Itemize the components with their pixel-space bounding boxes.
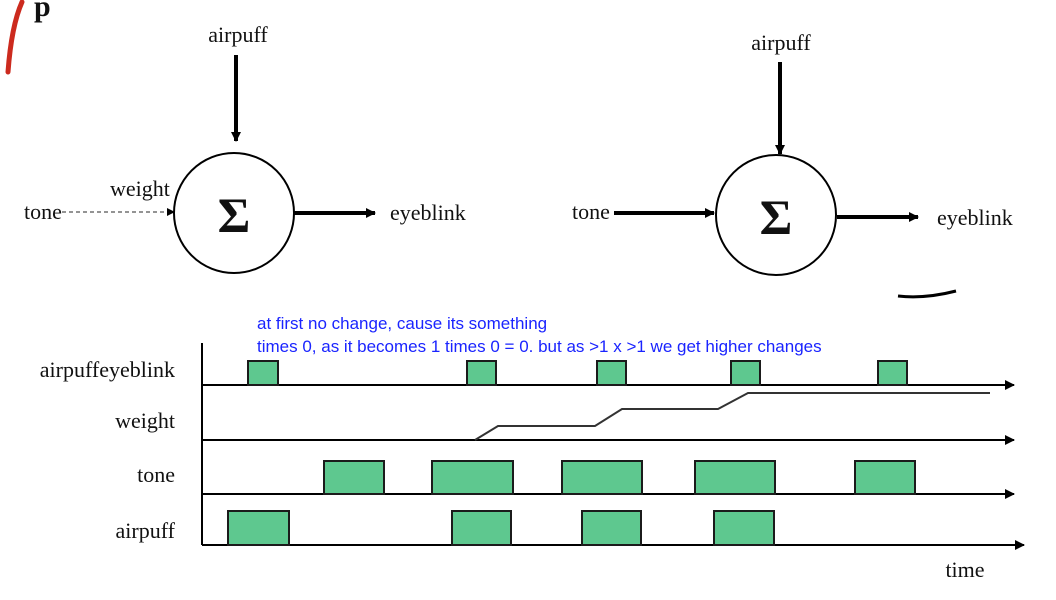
left-tone-label: tone bbox=[24, 199, 62, 224]
tone-pulse-4 bbox=[694, 460, 776, 495]
airpuff-pulse-3 bbox=[581, 510, 642, 546]
eyeblink-pulse-4 bbox=[730, 360, 761, 386]
annotation-note: at first no change, cause its something … bbox=[257, 314, 822, 356]
right-decorative-arc bbox=[897, 289, 957, 299]
right-eyeblink-label: eyeblink bbox=[937, 205, 1013, 230]
tone-row-label: tone bbox=[137, 462, 175, 487]
annotation-line-1: at first no change, cause its something bbox=[257, 314, 547, 333]
left-sigma-symbol: Σ bbox=[218, 187, 251, 243]
heading-fragment-text: p bbox=[34, 0, 51, 23]
tone-pulse-2 bbox=[431, 460, 514, 495]
eyeblink-pulse-3 bbox=[596, 360, 627, 386]
weight-curve bbox=[474, 392, 990, 441]
tone-pulses bbox=[323, 460, 916, 495]
timing-diagram: airpuffeyeblink weight tone airpuff time bbox=[40, 343, 1025, 582]
tone-pulse-1 bbox=[323, 460, 385, 495]
airpuff-pulses bbox=[227, 510, 775, 546]
heading-fragment: p bbox=[5, 0, 51, 75]
eyeblink-pulses bbox=[247, 360, 908, 386]
eyeblink-pulse-5 bbox=[877, 360, 908, 386]
weight-row-label: weight bbox=[115, 408, 175, 433]
annotation-line-2: times 0, as it becomes 1 times 0 = 0. bu… bbox=[257, 337, 822, 356]
tone-pulse-5 bbox=[854, 460, 916, 495]
eyeblink-row-label: airpuffeyeblink bbox=[40, 357, 175, 382]
airpuff-row: airpuff bbox=[116, 510, 1025, 550]
left-airpuff-label: airpuff bbox=[208, 22, 268, 47]
right-sum-node bbox=[715, 154, 837, 276]
red-accent-arc bbox=[5, 0, 25, 75]
diagram-left: airpuff Σ tone weight eyeblink bbox=[24, 22, 466, 274]
airpuff-pulse-1 bbox=[227, 510, 290, 546]
eyeblink-pulse-1 bbox=[247, 360, 279, 386]
airpuff-pulse-2 bbox=[451, 510, 512, 546]
eyeblink-row: airpuffeyeblink bbox=[40, 357, 1015, 390]
right-sigma-symbol: Σ bbox=[760, 189, 793, 245]
right-tone-label: tone bbox=[572, 199, 610, 224]
airpuff-pulse-4 bbox=[713, 510, 775, 546]
left-eyeblink-label: eyeblink bbox=[390, 200, 466, 225]
time-axis-label: time bbox=[945, 557, 984, 582]
left-weight-label: weight bbox=[110, 176, 170, 201]
airpuff-row-label: airpuff bbox=[116, 518, 176, 543]
tone-pulse-3 bbox=[561, 460, 643, 495]
weight-row: weight bbox=[115, 392, 1015, 445]
diagram-right: airpuff Σ tone eyeblink bbox=[572, 30, 1013, 299]
tone-row: tone bbox=[137, 460, 1015, 499]
right-airpuff-label: airpuff bbox=[751, 30, 811, 55]
eyeblink-pulse-2 bbox=[466, 360, 497, 386]
